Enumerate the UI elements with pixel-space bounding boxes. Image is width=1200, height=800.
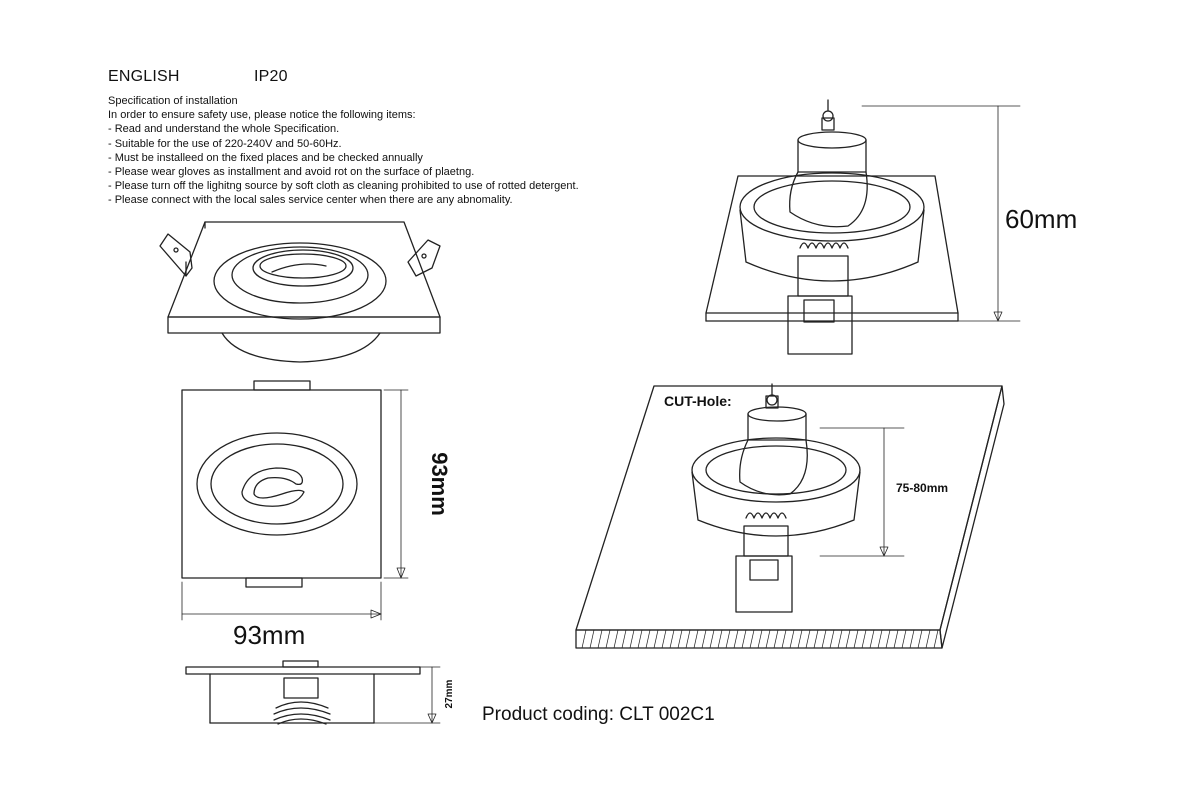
cut-hole-view — [575, 383, 1005, 649]
cut-hole-label: CUT-Hole: — [664, 393, 732, 409]
language-label: ENGLISH — [108, 68, 180, 85]
spec-title: Specification of installation — [108, 95, 238, 107]
cut-hole-dimension: 75-80mm — [896, 481, 948, 495]
dimension-front-width: 93mm — [233, 620, 305, 650]
ip-rating: IP20 — [254, 68, 288, 85]
spec-intro: In order to ensure safety use, please no… — [108, 109, 416, 122]
dimension-depth: 27mm — [444, 679, 455, 708]
spec-item: - Please turn off the lighitng source by… — [108, 180, 579, 193]
front-view — [181, 380, 409, 621]
dimension-front-height: 93mm — [427, 452, 452, 516]
product-coding: Product coding: CLT 002C1 — [482, 704, 715, 725]
spec-item: - Must be installeed on the fixed places… — [108, 151, 423, 164]
perspective-view — [159, 221, 441, 363]
spec-item: - Please connect with the local sales se… — [108, 194, 513, 207]
spec-item: - Suitable for the use of 220-240V and 5… — [108, 137, 342, 150]
spec-item: - Read and understand the whole Specific… — [108, 123, 340, 136]
side-view-lamp — [705, 99, 1021, 355]
specification-text: Specification of installation In order t… — [108, 94, 668, 208]
side-profile-view — [185, 660, 441, 725]
header: ENGLISH IP20 — [108, 68, 288, 86]
dimension-60mm: 60mm — [1005, 204, 1077, 234]
spec-item: - Please wear gloves as installment and … — [108, 166, 475, 179]
